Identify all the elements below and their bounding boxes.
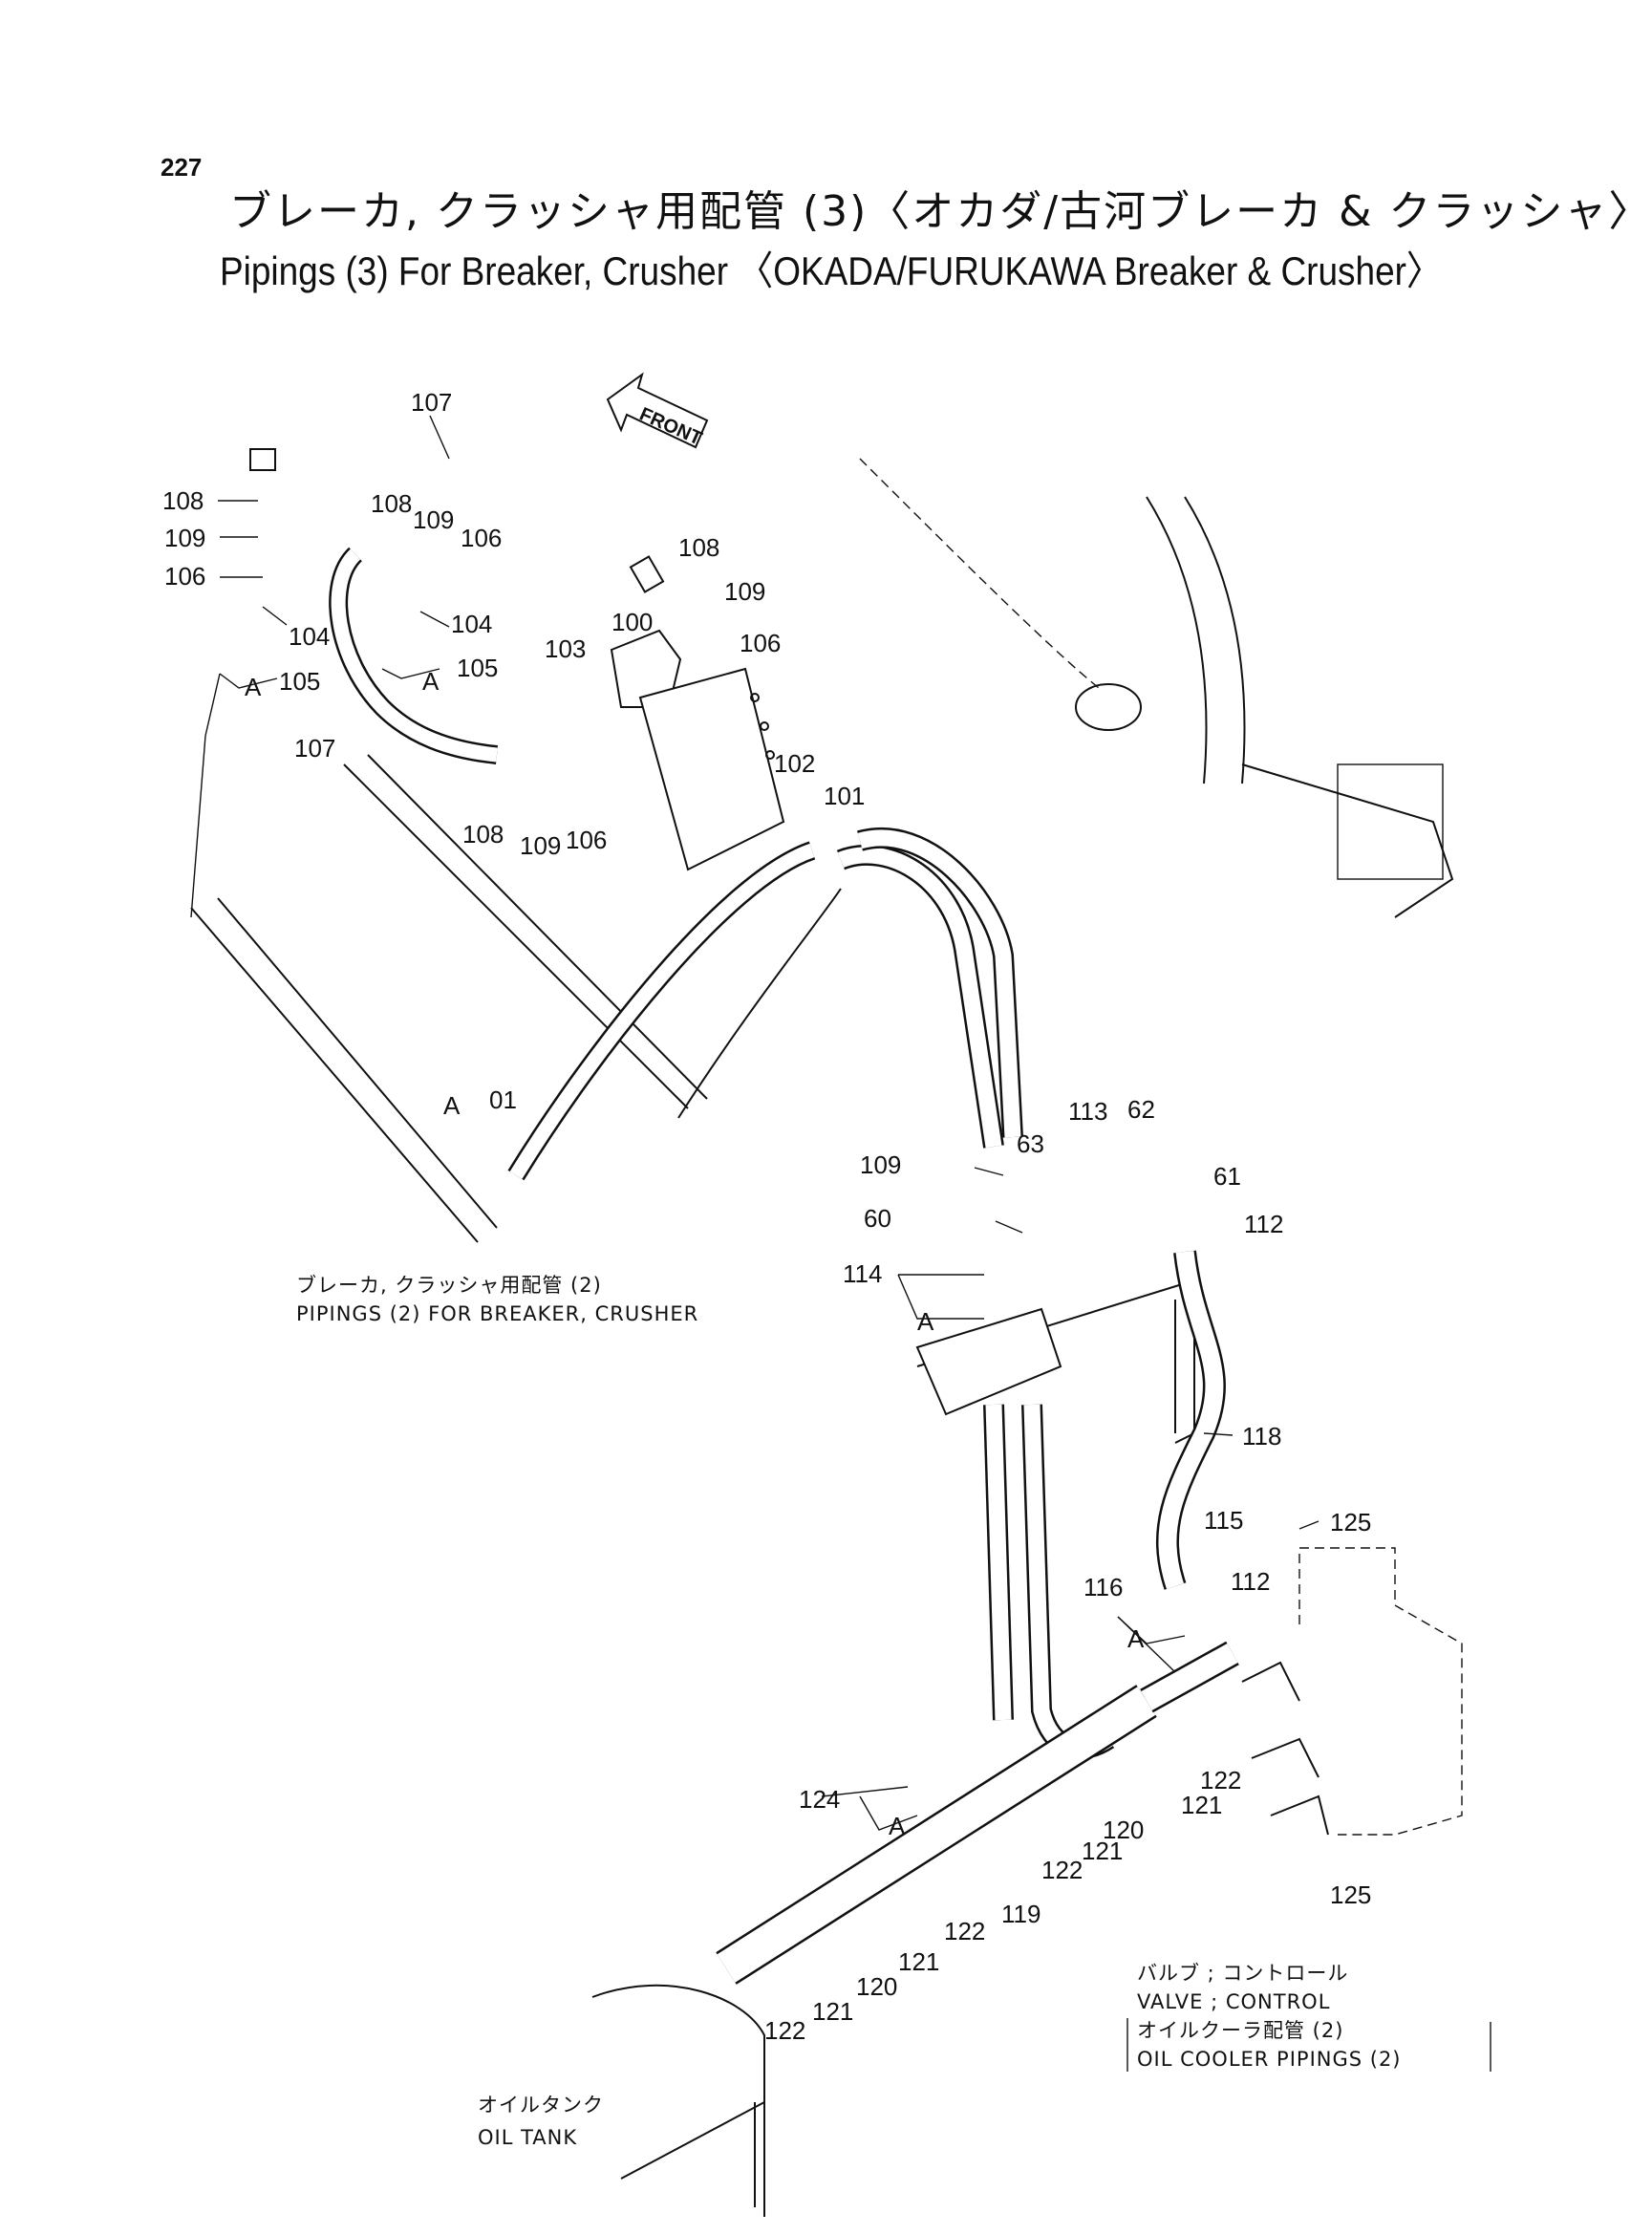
part-label-A: A [443, 1091, 461, 1120]
part-label-120: 120 [856, 1972, 897, 2001]
part-label-121: 121 [898, 1947, 939, 1976]
part-label-109: 109 [724, 577, 765, 606]
note-pipings2-en: PIPINGS (2) FOR BREAKER, CRUSHER [296, 1302, 698, 1325]
part-label-121: 121 [1181, 1791, 1222, 1819]
part-label-60: 60 [864, 1204, 891, 1233]
title-japanese: ブレーカ, クラッシャ用配管 (3)〈オカダ/古河ブレーカ & クラッシャ〉 [229, 187, 1652, 236]
part-label-119: 119 [1001, 1900, 1041, 1928]
part-label-106: 106 [461, 524, 502, 552]
part-label-109: 109 [520, 831, 561, 860]
part-label-A: A [889, 1812, 906, 1840]
part-label-106: 106 [740, 629, 781, 657]
part-label-114: 114 [843, 1259, 882, 1288]
part-label-108: 108 [678, 533, 719, 562]
part-label-113: 113 [1068, 1097, 1107, 1126]
note-cooler-en: OIL COOLER PIPINGS (2) [1137, 2048, 1402, 2071]
part-label-108: 108 [462, 820, 504, 849]
note-cooler-jp: オイルクーラ配管 (2) [1137, 2019, 1343, 2042]
part-label-A: A [245, 673, 262, 701]
oil-tank [591, 1984, 765, 2217]
control-valve-lower [1241, 1547, 1463, 1836]
part-label-125: 125 [1330, 1880, 1371, 1909]
part-label-A: A [1127, 1624, 1145, 1653]
part-label-120: 120 [1103, 1816, 1144, 1844]
part-label-100: 100 [611, 608, 653, 636]
part-label-116: 116 [1083, 1573, 1123, 1601]
part-label-115: 115 [1204, 1506, 1243, 1535]
part-label-101: 101 [824, 782, 865, 810]
part-label-121: 121 [812, 1997, 853, 2026]
piping-diagram: FRONT [162, 372, 1491, 2217]
part-label-63: 63 [1017, 1129, 1044, 1158]
part-label-107: 107 [411, 388, 452, 417]
note-pipings2-jp: ブレーカ, クラッシャ用配管 (2) [296, 1274, 602, 1297]
part-label-106: 106 [566, 826, 607, 854]
part-label-106: 106 [164, 562, 205, 591]
part-label-112: 112 [1231, 1567, 1270, 1596]
part-label-108: 108 [371, 489, 412, 518]
part-label-105: 105 [279, 667, 320, 696]
part-label-62: 62 [1127, 1095, 1155, 1124]
part-label-122: 122 [1041, 1856, 1083, 1884]
part-label-121: 121 [1082, 1837, 1123, 1865]
part-label-103: 103 [545, 634, 586, 663]
part-label-112: 112 [1244, 1210, 1283, 1238]
front-arrow-icon: FRONT [606, 372, 709, 450]
hose-107-lower [329, 547, 499, 764]
part-label-107: 107 [294, 734, 335, 763]
hose-107-upper [249, 418, 665, 593]
part-label-104: 104 [451, 610, 492, 638]
part-label-109: 109 [413, 505, 454, 534]
part-label-109: 109 [164, 524, 205, 552]
part-label-A: A [422, 667, 440, 696]
part-label-61: 61 [1213, 1162, 1241, 1191]
main-hoses [836, 827, 1115, 1759]
valve-block-100 [610, 629, 785, 871]
note-tank-en: OIL TANK [478, 2126, 577, 2149]
part-label-105: 105 [457, 654, 498, 682]
note-valve-en: VALVE ; CONTROL [1137, 1990, 1330, 2013]
pipings-2-assembly [190, 754, 842, 1243]
mounting-bracket [915, 1279, 1195, 1444]
part-label-108: 108 [162, 486, 204, 515]
part-label-102: 102 [774, 749, 815, 778]
part-label-122: 122 [1200, 1766, 1241, 1794]
part-label-124: 124 [799, 1785, 840, 1814]
page-number: 227 [161, 153, 203, 182]
leader-lines [190, 415, 1319, 1831]
control-valve-upper [859, 458, 1454, 918]
part-label-A: A [917, 1307, 934, 1336]
part-label-125: 125 [1330, 1508, 1371, 1537]
title-english: Pipings (3) For Breaker, Crusher 〈OKADA/… [220, 248, 1442, 293]
part-label-122: 122 [944, 1917, 985, 1945]
part-label-104: 104 [289, 622, 330, 651]
part-label-109: 109 [860, 1150, 901, 1179]
part-label-118: 118 [1242, 1422, 1281, 1451]
part-label-122: 122 [764, 2016, 805, 2045]
return-line [716, 1641, 1239, 1985]
part-label-01: 01 [489, 1085, 517, 1114]
note-tank-jp: オイルタンク [478, 2094, 604, 2117]
note-valve-jp: バルブ ; コントロール [1137, 1962, 1348, 1985]
